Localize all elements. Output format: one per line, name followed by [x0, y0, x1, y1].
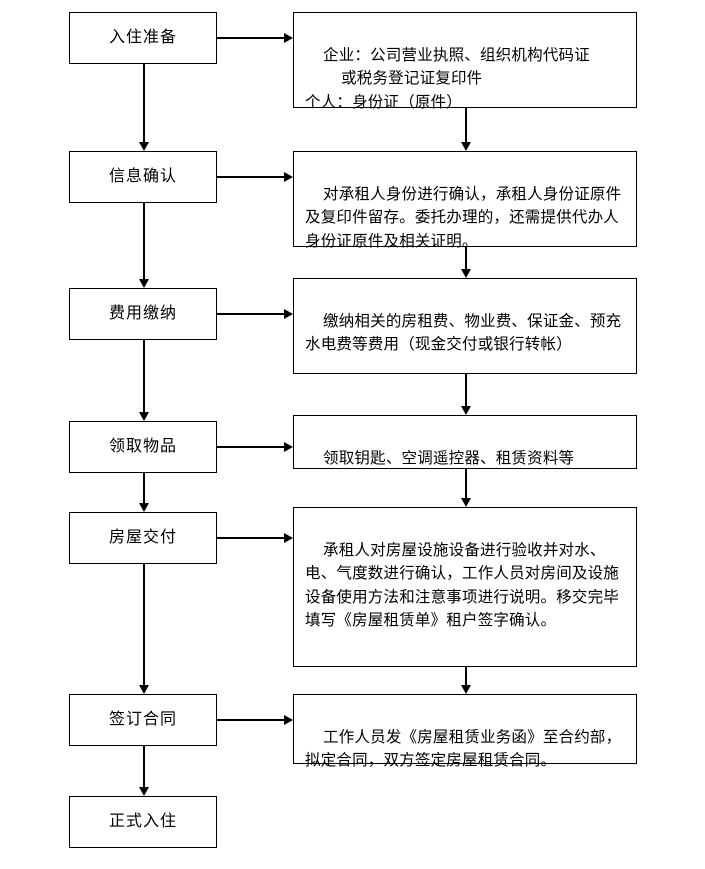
- arrowhead-detail5: [284, 533, 293, 543]
- connector-detail3-detail4: [465, 374, 467, 406]
- connector-stage1-detail1: [217, 37, 284, 39]
- stage-label: 正式入住: [108, 813, 177, 830]
- stage-label: 入住准备: [108, 29, 177, 46]
- detail-text: 企业：公司营业执照、组织机构代码证 或税务登记证复印件 个人：身份证（原件）: [305, 46, 590, 111]
- arrowhead-detail6: [284, 715, 293, 725]
- connector-stage5-stage6: [143, 564, 145, 685]
- stage-box-ru-zhu-zhun-bei[interactable]: 入住准备: [69, 12, 217, 64]
- connector-stage4-detail4: [217, 446, 284, 448]
- arrowhead-stage3: [139, 279, 149, 288]
- connector-stage1-stage2: [143, 64, 145, 142]
- connector-detail1-detail2: [465, 108, 467, 142]
- arrowhead-detail5-top: [461, 498, 471, 507]
- detail-box-item-collection[interactable]: 领取钥匙、空调遥控器、租赁资料等: [293, 415, 637, 469]
- arrowhead-detail3: [284, 309, 293, 319]
- stage-box-fang-wu-jiao-fu[interactable]: 房屋交付: [69, 512, 217, 564]
- connector-detail2-detail3: [465, 247, 467, 269]
- connector-stage2-detail2: [217, 176, 284, 178]
- detail-text: 工作人员发《房屋租赁业务函》至合约部，拟定合同，双方签定房屋租赁合同。: [305, 728, 622, 770]
- detail-box-fee-payment[interactable]: 缴纳相关的房租费、物业费、保证金、预充水电费等费用（现金交付或银行转帐）: [293, 278, 637, 374]
- stage-label: 房屋交付: [108, 529, 177, 546]
- connector-stage4-stage5: [143, 473, 145, 503]
- stage-label: 信息确认: [108, 168, 177, 185]
- connector-stage6-detail6: [217, 719, 284, 721]
- detail-text: 缴纳相关的房租费、物业费、保证金、预充水电费等费用（现金交付或银行转帐）: [305, 312, 622, 354]
- arrowhead-detail1: [284, 33, 293, 43]
- connector-stage6-stage7: [143, 746, 145, 787]
- arrowhead-detail3-top: [461, 269, 471, 278]
- arrowhead-stage2: [139, 142, 149, 151]
- arrowhead-detail4: [284, 442, 293, 452]
- stage-label: 领取物品: [108, 438, 177, 455]
- stage-label: 费用缴纳: [108, 305, 177, 322]
- arrowhead-detail2-top: [461, 142, 471, 151]
- connector-stage3-detail3: [217, 313, 284, 315]
- arrowhead-stage5: [139, 503, 149, 512]
- detail-text: 领取钥匙、空调遥控器、租赁资料等: [323, 449, 575, 467]
- stage-box-ling-qu-wu-pin[interactable]: 领取物品: [69, 421, 217, 473]
- detail-text: 对承租人身份进行确认，承租人身份证原件及复印件留存。委托办理的，还需提供代办人身…: [305, 185, 622, 250]
- connector-stage3-stage4: [143, 340, 145, 412]
- detail-box-identity-confirmation[interactable]: 对承租人身份进行确认，承租人身份证原件及复印件留存。委托办理的，还需提供代办人身…: [293, 151, 637, 250]
- arrowhead-stage4: [139, 412, 149, 421]
- arrowhead-detail2: [284, 172, 293, 182]
- stage-box-qian-ding-he-tong[interactable]: 签订合同: [69, 694, 217, 746]
- detail-text: 承租人对房屋设施设备进行验收并对水、电、气度数进行确认，工作人员对房间及设施设备…: [305, 541, 620, 630]
- detail-box-documents-required[interactable]: 企业：公司营业执照、组织机构代码证 或税务登记证复印件 个人：身份证（原件）: [293, 12, 637, 111]
- arrowhead-detail6-top: [461, 685, 471, 694]
- connector-stage5-detail5: [217, 537, 284, 539]
- detail-box-house-handover[interactable]: 承租人对房屋设施设备进行验收并对水、电、气度数进行确认，工作人员对房间及设施设备…: [293, 507, 637, 667]
- connector-detail4-detail5: [465, 469, 467, 498]
- stage-box-xin-xi-que-ren[interactable]: 信息确认: [69, 151, 217, 203]
- arrowhead-stage6: [139, 685, 149, 694]
- detail-box-contract-signing[interactable]: 工作人员发《房屋租赁业务函》至合约部，拟定合同，双方签定房屋租赁合同。: [293, 694, 637, 769]
- stage-label: 签订合同: [108, 711, 177, 728]
- connector-detail5-detail6: [465, 667, 467, 685]
- connector-stage2-stage3: [143, 203, 145, 279]
- stage-box-zheng-shi-ru-zhu[interactable]: 正式入住: [69, 796, 217, 848]
- arrowhead-stage7: [139, 787, 149, 796]
- stage-box-fei-yong-jiao-na[interactable]: 费用缴纳: [69, 288, 217, 340]
- arrowhead-detail4-top: [461, 406, 471, 415]
